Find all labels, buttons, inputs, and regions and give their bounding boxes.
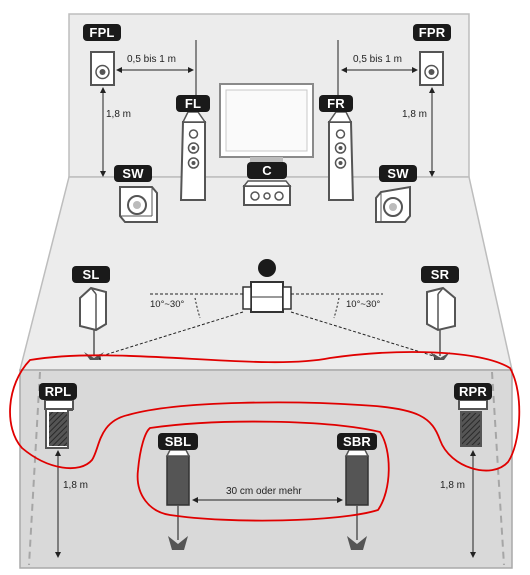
label-front-height-right: 1,8 m bbox=[402, 109, 428, 120]
rear-zone bbox=[19, 369, 513, 569]
sbl-speaker bbox=[165, 449, 191, 550]
fpl-speaker bbox=[90, 51, 115, 86]
badge-fr: FR bbox=[319, 95, 353, 112]
badge-fl: FL bbox=[176, 95, 210, 112]
badge-sr: SR bbox=[421, 266, 459, 283]
sl-speaker bbox=[79, 286, 107, 360]
sw-left-speaker bbox=[119, 186, 158, 223]
label-presence-distance-right: 0,5 bis 1 m bbox=[353, 54, 402, 65]
badge-sw-left: SW bbox=[114, 165, 152, 182]
label-angle-left: 10°~30° bbox=[150, 299, 185, 310]
fpr-speaker bbox=[419, 51, 444, 86]
listener bbox=[242, 259, 292, 313]
label-rear-height-right: 1,8 m bbox=[440, 480, 466, 491]
sr-speaker bbox=[426, 286, 456, 360]
sbr-speaker bbox=[344, 449, 370, 550]
label-back-spacing: 30 cm oder mehr bbox=[226, 486, 302, 497]
label-rear-height-left: 1,8 m bbox=[63, 480, 89, 491]
label-angle-right: 10°~30° bbox=[346, 299, 381, 310]
badge-rpl: RPL bbox=[39, 383, 77, 400]
rpr-speaker bbox=[458, 399, 488, 447]
center-speaker bbox=[242, 180, 292, 206]
rear-edge-left bbox=[28, 371, 41, 566]
badge-rpr: RPR bbox=[454, 383, 492, 400]
tv-stand bbox=[250, 157, 283, 162]
badge-fpl: FPL bbox=[83, 24, 121, 41]
badge-sw-right: SW bbox=[379, 165, 417, 182]
badge-fpr: FPR bbox=[413, 24, 451, 41]
badge-sl: SL bbox=[72, 266, 110, 283]
rear-height-left bbox=[55, 450, 61, 558]
front-height-left bbox=[100, 87, 106, 177]
red-annotation-inner bbox=[136, 420, 390, 522]
badge-sbr: SBR bbox=[337, 433, 377, 450]
red-annotation-outer bbox=[9, 351, 521, 472]
badge-c: C bbox=[247, 162, 287, 179]
sw-right-speaker bbox=[375, 185, 411, 223]
badge-sbl: SBL bbox=[158, 433, 198, 450]
back-spacing-arrow bbox=[192, 497, 343, 503]
label-front-height-left: 1,8 m bbox=[106, 109, 132, 120]
label-presence-distance-left: 0,5 bis 1 m bbox=[127, 54, 176, 65]
front-height-right bbox=[429, 87, 435, 177]
fl-speaker bbox=[179, 111, 207, 201]
fr-speaker bbox=[327, 111, 355, 201]
rpl-speaker bbox=[44, 399, 74, 449]
